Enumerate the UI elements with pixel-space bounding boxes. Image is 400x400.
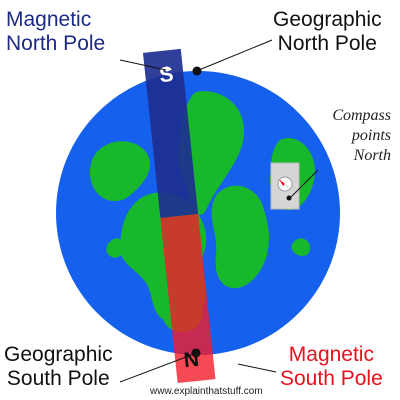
leader-geographic-south <box>119 353 195 383</box>
geographic-north-line2: North Pole <box>277 32 377 55</box>
magnetic-north-line2: North Pole <box>6 32 106 55</box>
compass-note-line1: Compass <box>332 107 391 124</box>
compass-box <box>270 162 300 210</box>
compass-note-line3: North <box>353 147 391 164</box>
magnetic-south-dot <box>223 355 229 361</box>
leader-magnetic-north <box>119 59 167 71</box>
continent-west <box>89 141 151 202</box>
geographic-south-pole-label: Geographic South Pole <box>4 343 113 391</box>
magnetic-north-pole-label: Magnetic North Pole <box>6 8 105 56</box>
leader-lines <box>119 39 319 383</box>
bar-magnet: S N <box>142 48 216 384</box>
geographic-south-dot <box>191 348 201 358</box>
leader-geographic-north <box>198 39 273 71</box>
geographic-north-pole-label: Geographic North Pole <box>273 8 382 56</box>
compass-needle-north <box>279 179 285 186</box>
magnetic-south-line2: South Pole <box>280 367 383 390</box>
compass-pivot-dot <box>286 195 292 201</box>
geographic-south-line1: Geographic <box>4 343 113 366</box>
island-east <box>291 238 310 256</box>
compass-note-line2: points <box>351 127 391 144</box>
magnet-south-letter: S <box>158 63 174 87</box>
geographic-south-line2: South Pole <box>6 367 110 390</box>
footer-credit: www.explainthatstuff.com <box>150 386 263 397</box>
compass-needle-south <box>285 184 291 189</box>
compass-points-north-note: Compass points North <box>307 106 391 166</box>
geographic-north-line1: Geographic <box>273 8 382 31</box>
continent-east <box>211 185 269 289</box>
magnetic-south-pole-label: Magnetic South Pole <box>280 343 383 391</box>
geographic-north-dot <box>192 66 202 76</box>
leader-magnetic-south <box>237 363 277 373</box>
leader-compass <box>290 169 319 198</box>
magnetic-north-dot <box>164 66 170 72</box>
compass <box>270 162 300 210</box>
magnetic-south-line1: Magnetic <box>288 343 374 366</box>
magnet-north-end <box>160 213 216 384</box>
magnet-south-end <box>142 48 199 218</box>
island-west <box>106 238 124 258</box>
magnetic-north-line1: Magnetic <box>6 8 92 31</box>
